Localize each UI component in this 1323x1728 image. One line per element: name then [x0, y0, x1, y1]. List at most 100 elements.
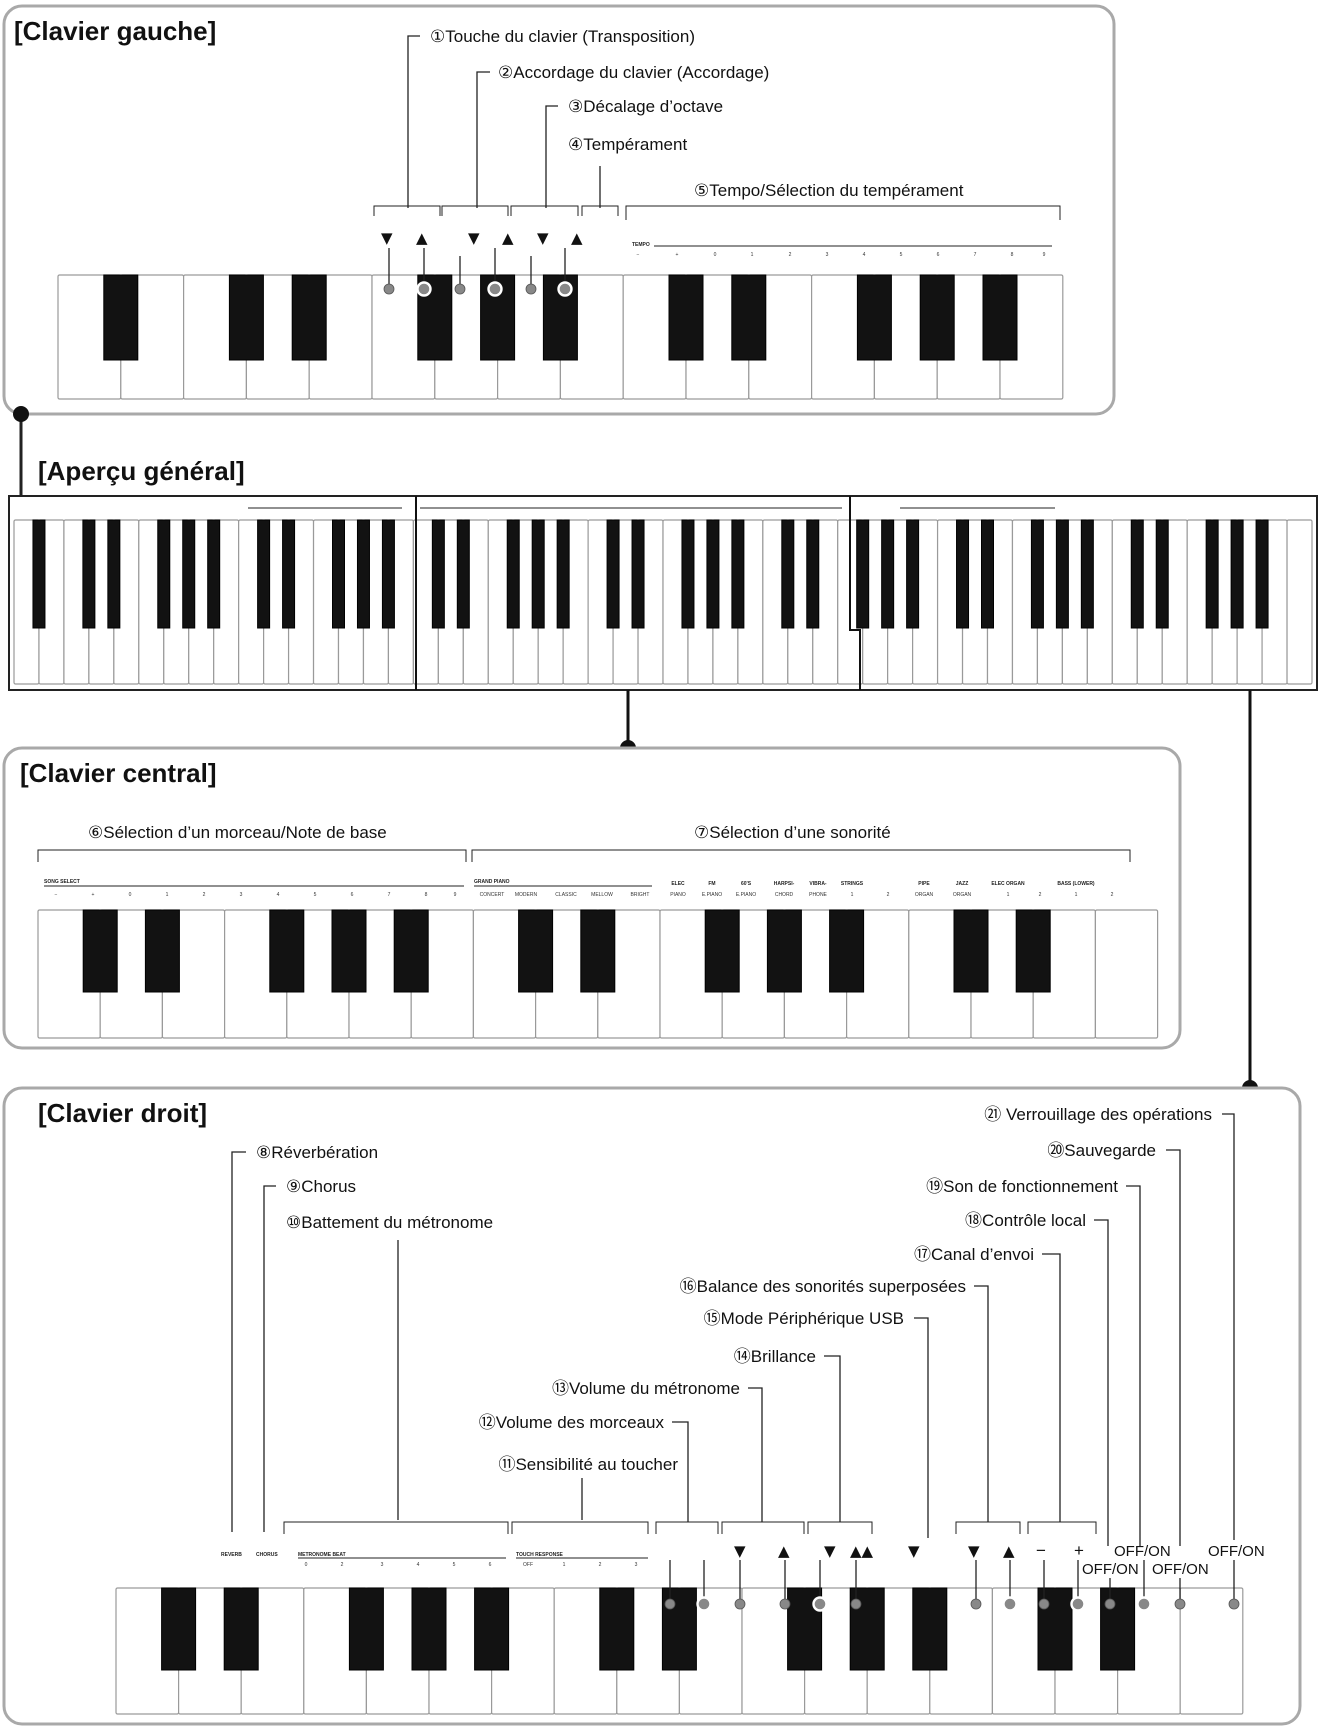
tempo-tick-label: 6 — [937, 252, 940, 258]
offon-label-c: OFF/ON — [1152, 1561, 1209, 1578]
key-marker — [525, 283, 537, 295]
key-marker — [779, 1598, 791, 1610]
tone-label-bottom: E.PIANO — [736, 892, 756, 898]
transpose-up-icon: ▲ — [416, 229, 428, 247]
beat-tick-label: 4 — [417, 1562, 420, 1568]
key-marker — [454, 283, 466, 295]
song-tick-label: 0 — [129, 892, 132, 898]
tempo-tick-label: 8 — [1011, 252, 1014, 258]
callout-tuning: ②Accordage du clavier (Accordage) — [498, 63, 769, 82]
song-tick-label: 6 — [351, 892, 354, 898]
tempo-tick-label: 4 — [863, 252, 866, 258]
key-marker — [383, 283, 395, 295]
connector-left — [13, 406, 29, 498]
black-key — [431, 519, 445, 629]
black-key — [981, 519, 994, 629]
black-key — [953, 909, 989, 993]
black-key — [144, 909, 180, 993]
overview-title: [Aperçu général] — [38, 456, 245, 486]
touch-tick-label: 3 — [635, 1562, 638, 1568]
left-keyboard-keys — [57, 274, 1064, 400]
right-keyboard-panel: [Clavier droit] ⑧Réverbération ⑨Chorus ⑩… — [2, 1086, 1302, 1726]
chorus-label: CHORUS — [256, 1552, 278, 1558]
tempo-tick-label: 9 — [1043, 252, 1046, 258]
tone-label-bottom: PIANO — [670, 892, 686, 898]
black-key — [1055, 519, 1069, 629]
key-marker — [664, 1598, 676, 1610]
black-key — [228, 274, 264, 361]
black-key — [82, 519, 96, 629]
black-key — [599, 1587, 635, 1671]
balance-up-icon: ▲ — [1003, 1542, 1015, 1560]
tone-label-bottom: MODERN — [515, 892, 538, 898]
black-key — [606, 519, 620, 629]
song-tick-label: 4 — [277, 892, 280, 898]
tempo-tick-label: 0 — [714, 252, 717, 258]
black-key — [331, 909, 367, 993]
song-tick-label: 8 — [425, 892, 428, 898]
black-key — [223, 1587, 259, 1671]
black-key — [82, 909, 118, 993]
tempo-tick-label: 7 — [974, 252, 977, 258]
black-key — [1030, 519, 1044, 629]
beat-tick-label: 6 — [489, 1562, 492, 1568]
black-key — [393, 909, 429, 993]
black-key — [291, 274, 327, 361]
transpose-down-icon: ▼ — [381, 229, 393, 247]
center-keyboard-panel: [Clavier central] ⑥Sélection d’un morcea… — [2, 746, 1182, 1050]
callout-song-select: ⑥Sélection d’un morceau/Note de base — [88, 823, 387, 842]
tone-label-bottom: CHORD — [775, 892, 794, 898]
callout-temperament: ④Tempérament — [568, 135, 687, 154]
callout-operation-lock: ㉑ Verrouillage des opérations — [984, 1105, 1212, 1124]
key-marker — [970, 1598, 982, 1610]
key-marker — [487, 281, 503, 297]
song-tick-label: 9 — [454, 892, 457, 898]
black-key — [731, 519, 745, 629]
black-key — [766, 909, 802, 993]
black-key — [829, 909, 865, 993]
black-key — [348, 1587, 384, 1671]
callout-operation-tone: ⑲Son de fonctionnement — [926, 1177, 1118, 1196]
callout-metronome-beat: ⑩Battement du métronome — [286, 1213, 493, 1232]
key-marker — [1070, 1596, 1086, 1612]
song-tick-label: 3 — [240, 892, 243, 898]
callout-send-channel: ⑰Canal d’envoi — [914, 1245, 1034, 1264]
connector-center — [620, 690, 636, 756]
black-key — [207, 519, 221, 629]
callout-chorus: ⑨Chorus — [286, 1177, 356, 1196]
black-key — [103, 274, 139, 361]
black-key — [881, 519, 895, 629]
key-marker — [416, 281, 432, 297]
tone-label-bottom: MELLOW — [591, 892, 613, 898]
octave-down-icon: ▼ — [537, 229, 549, 247]
black-key — [1130, 519, 1144, 629]
center-keyboard-keys — [37, 909, 1159, 1039]
usb-mode-icon: ▼ — [908, 1542, 920, 1560]
black-key — [1080, 519, 1094, 629]
black-key — [506, 519, 520, 629]
metronome-beat-label: METRONOME BEAT — [298, 1552, 346, 1558]
black-key — [806, 519, 820, 629]
tone-label-top: VIBRA- — [809, 881, 827, 887]
key-marker — [1038, 1598, 1050, 1610]
black-key — [356, 519, 370, 629]
black-key — [518, 909, 554, 993]
callout-song-volume: ⑫Volume des morceaux — [479, 1413, 665, 1432]
beat-tick-label: 0 — [305, 1562, 308, 1568]
key-marker — [1104, 1598, 1116, 1610]
black-key — [1230, 519, 1244, 629]
black-key — [631, 519, 645, 629]
key-marker — [1002, 1596, 1018, 1612]
tone-label-bottom: 2 — [1039, 892, 1042, 898]
tone-label-top: ELEC ORGAN — [991, 881, 1025, 887]
callout-tempo-temperament: ⑤Tempo/Sélection du tempérament — [694, 181, 964, 200]
callout-layer-balance: ⑯Balance des sonorités superposées — [680, 1277, 966, 1296]
black-key — [706, 519, 720, 629]
black-key — [1155, 519, 1169, 629]
black-key — [668, 274, 704, 361]
tone-label-bottom: ORGAN — [915, 892, 934, 898]
